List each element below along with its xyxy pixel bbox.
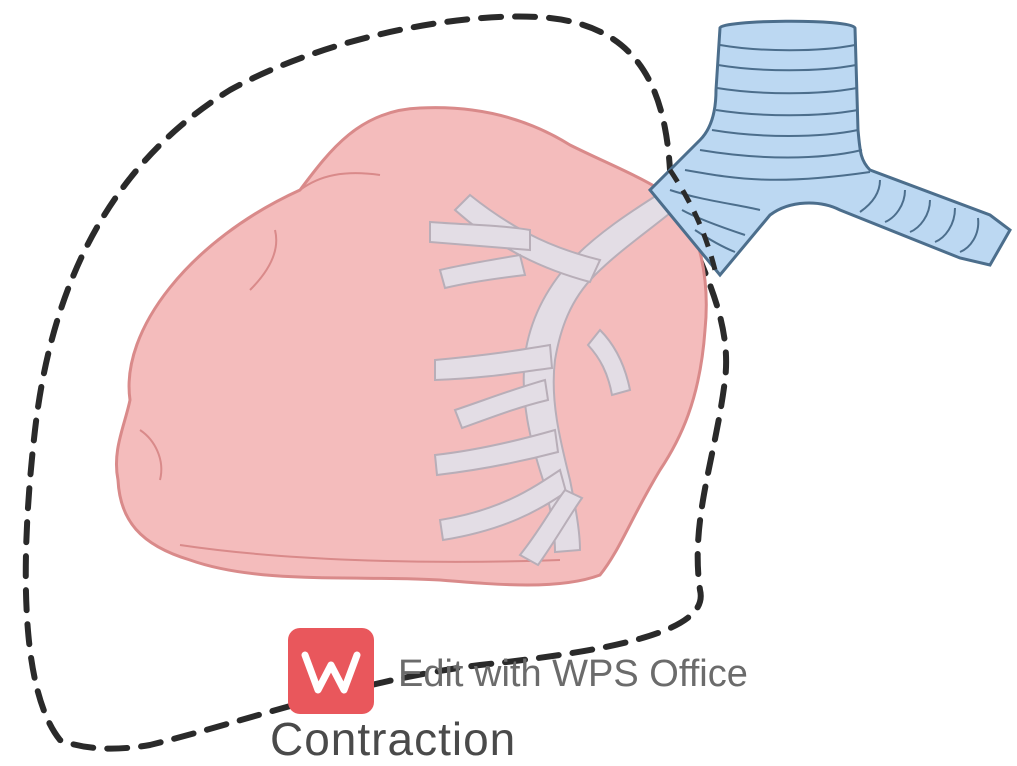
diagram-caption: Contraction <box>270 712 670 766</box>
trachea-and-bronchi <box>650 21 1010 275</box>
contracted-lung <box>116 108 706 585</box>
wps-watermark-text: Edit with WPS Office <box>398 653 748 696</box>
